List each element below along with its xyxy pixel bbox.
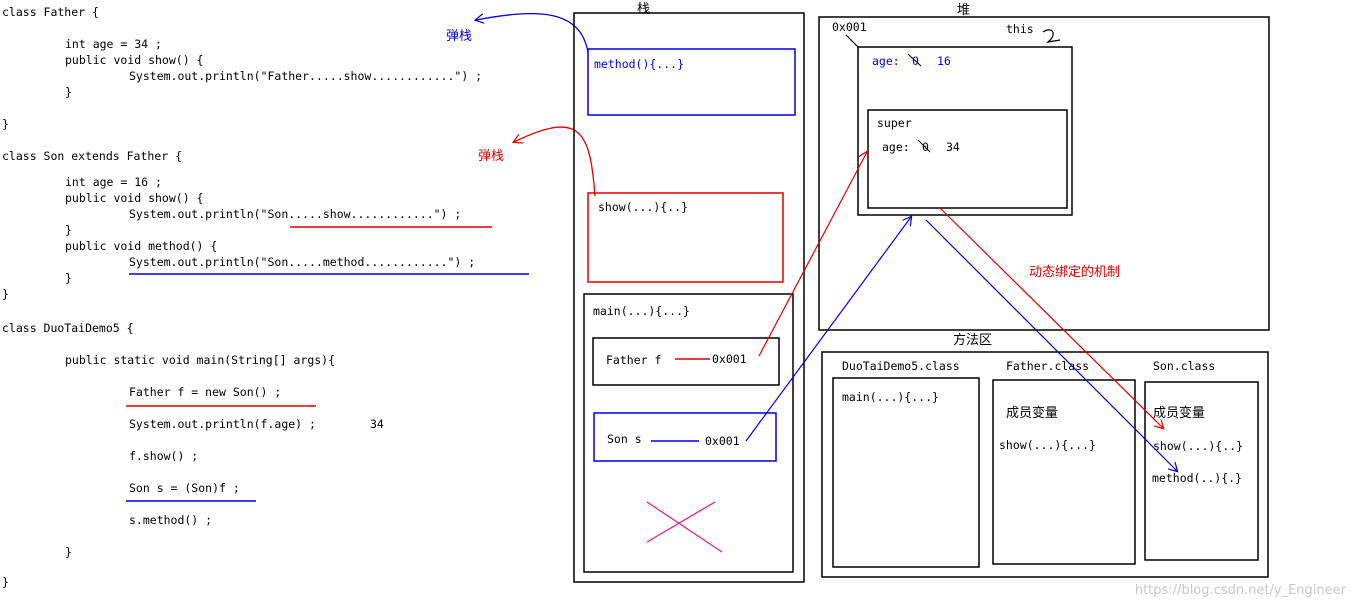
code-line: f.show() ; <box>129 449 198 463</box>
code-line: public void show() { <box>65 53 203 67</box>
cross-mark-icon <box>646 501 723 553</box>
son-object-box <box>857 46 1073 216</box>
pop-stack-arrow-red <box>514 126 596 197</box>
watermark: https://blog.csdn.net/y_Engineer <box>1135 583 1347 598</box>
this-scribble <box>1042 29 1061 43</box>
var-father-box <box>592 337 780 386</box>
code-line: int age = 16 ; <box>65 175 162 189</box>
method-area-region: 方法区 DuoTaiDemo5.class main(...){...} Fat… <box>821 332 1269 578</box>
code-line: } <box>65 545 72 559</box>
code-line: } <box>2 575 9 589</box>
stack-outline <box>573 12 805 583</box>
father-show-method: show(...){...} <box>999 438 1096 452</box>
code-line: } <box>2 287 9 301</box>
father-class-box <box>992 379 1136 565</box>
code-line: int age = 34 ; <box>65 37 162 51</box>
code-line: } <box>2 117 9 131</box>
super-age-strike <box>917 139 931 153</box>
father-members: 成员变量 <box>1006 405 1058 421</box>
heap-address: 0x001 <box>832 20 867 34</box>
demo-class-title: DuoTaiDemo5.class <box>842 359 960 373</box>
code-line: } <box>65 223 72 237</box>
heap-outline <box>818 16 1270 331</box>
code-line: System.out.println("Father.....show.....… <box>129 69 482 83</box>
code-line: 34 <box>370 417 384 431</box>
super-age-new: 34 <box>946 140 960 154</box>
frame-main-label: main(...){...} <box>593 304 690 318</box>
son-show-method: show(...){..} <box>1153 439 1243 453</box>
dynamic-binding-show-arrow <box>939 207 1163 428</box>
code-line: class DuoTaiDemo5 { <box>2 321 134 335</box>
stack-region: 栈 method(){...} show(...){..} main(...){… <box>573 2 805 583</box>
code-line: class Father { <box>2 5 99 19</box>
pop-stack-arrow-blue <box>476 13 589 53</box>
var-son-box <box>593 412 777 462</box>
source-code: class Father { int age = 34 ; public voi… <box>2 5 482 589</box>
code-line: } <box>65 85 72 99</box>
frame-show <box>587 192 784 283</box>
method-area-title: 方法区 <box>953 332 992 348</box>
var-father-label: Father f <box>606 353 661 367</box>
son-method-method: method(..){.} <box>1152 471 1242 485</box>
code-line: Son s = (Son)f ; <box>129 481 240 495</box>
super-label: super <box>877 116 912 130</box>
dynamic-binding-method-arrow <box>925 219 1177 471</box>
this-label: this <box>1006 22 1034 36</box>
son-class-box <box>1144 381 1259 561</box>
var-father-address: 0x001 <box>712 352 747 366</box>
son-age-new: 16 <box>937 54 951 68</box>
heap-region: 堆 0x001 this age: 0 16 super age: 0 34 动… <box>818 3 1270 331</box>
code-line: System.out.println(f.age) ; <box>129 417 316 431</box>
frame-show-label: show(...){..} <box>598 200 688 214</box>
son-class-title: Son.class <box>1153 359 1215 373</box>
frame-method-label: method(){...} <box>594 57 684 71</box>
pop-stack-label-blue: 弹栈 <box>446 29 472 44</box>
son-age-strike <box>907 53 922 67</box>
heap-address-pointer <box>845 34 859 48</box>
code-line: class Son extends Father { <box>2 149 182 163</box>
code-line: public void method() { <box>65 239 217 253</box>
code-line: s.method() ; <box>129 513 212 527</box>
stack-title: 栈 <box>637 2 650 17</box>
code-line: public void show() { <box>65 191 203 205</box>
code-line: } <box>65 271 72 285</box>
super-age-field: age: <box>882 140 910 154</box>
code-line: public static void main(String[] args){ <box>65 353 335 367</box>
demo-class-box <box>832 377 980 568</box>
son-age-field: age: <box>872 54 900 68</box>
son-ref-arrow <box>745 217 911 442</box>
father-ref-arrow <box>758 152 867 357</box>
code-line: System.out.println("Son.....method......… <box>129 255 475 269</box>
frame-main <box>583 293 794 573</box>
code-line: System.out.println("Son.....show........… <box>129 207 461 221</box>
demo-main-method: main(...){...} <box>842 390 939 404</box>
method-area-outline <box>821 351 1269 578</box>
var-son-address: 0x001 <box>705 434 740 448</box>
heap-title: 堆 <box>957 3 970 18</box>
code-line: Father f = new Son() ; <box>129 385 281 399</box>
pop-stack-label-red: 弹栈 <box>478 149 504 164</box>
var-son-label: Son s <box>607 432 642 446</box>
son-members: 成员变量 <box>1153 405 1205 421</box>
frame-method <box>587 48 796 116</box>
dynamic-binding-label: 动态绑定的机制 <box>1029 264 1120 280</box>
